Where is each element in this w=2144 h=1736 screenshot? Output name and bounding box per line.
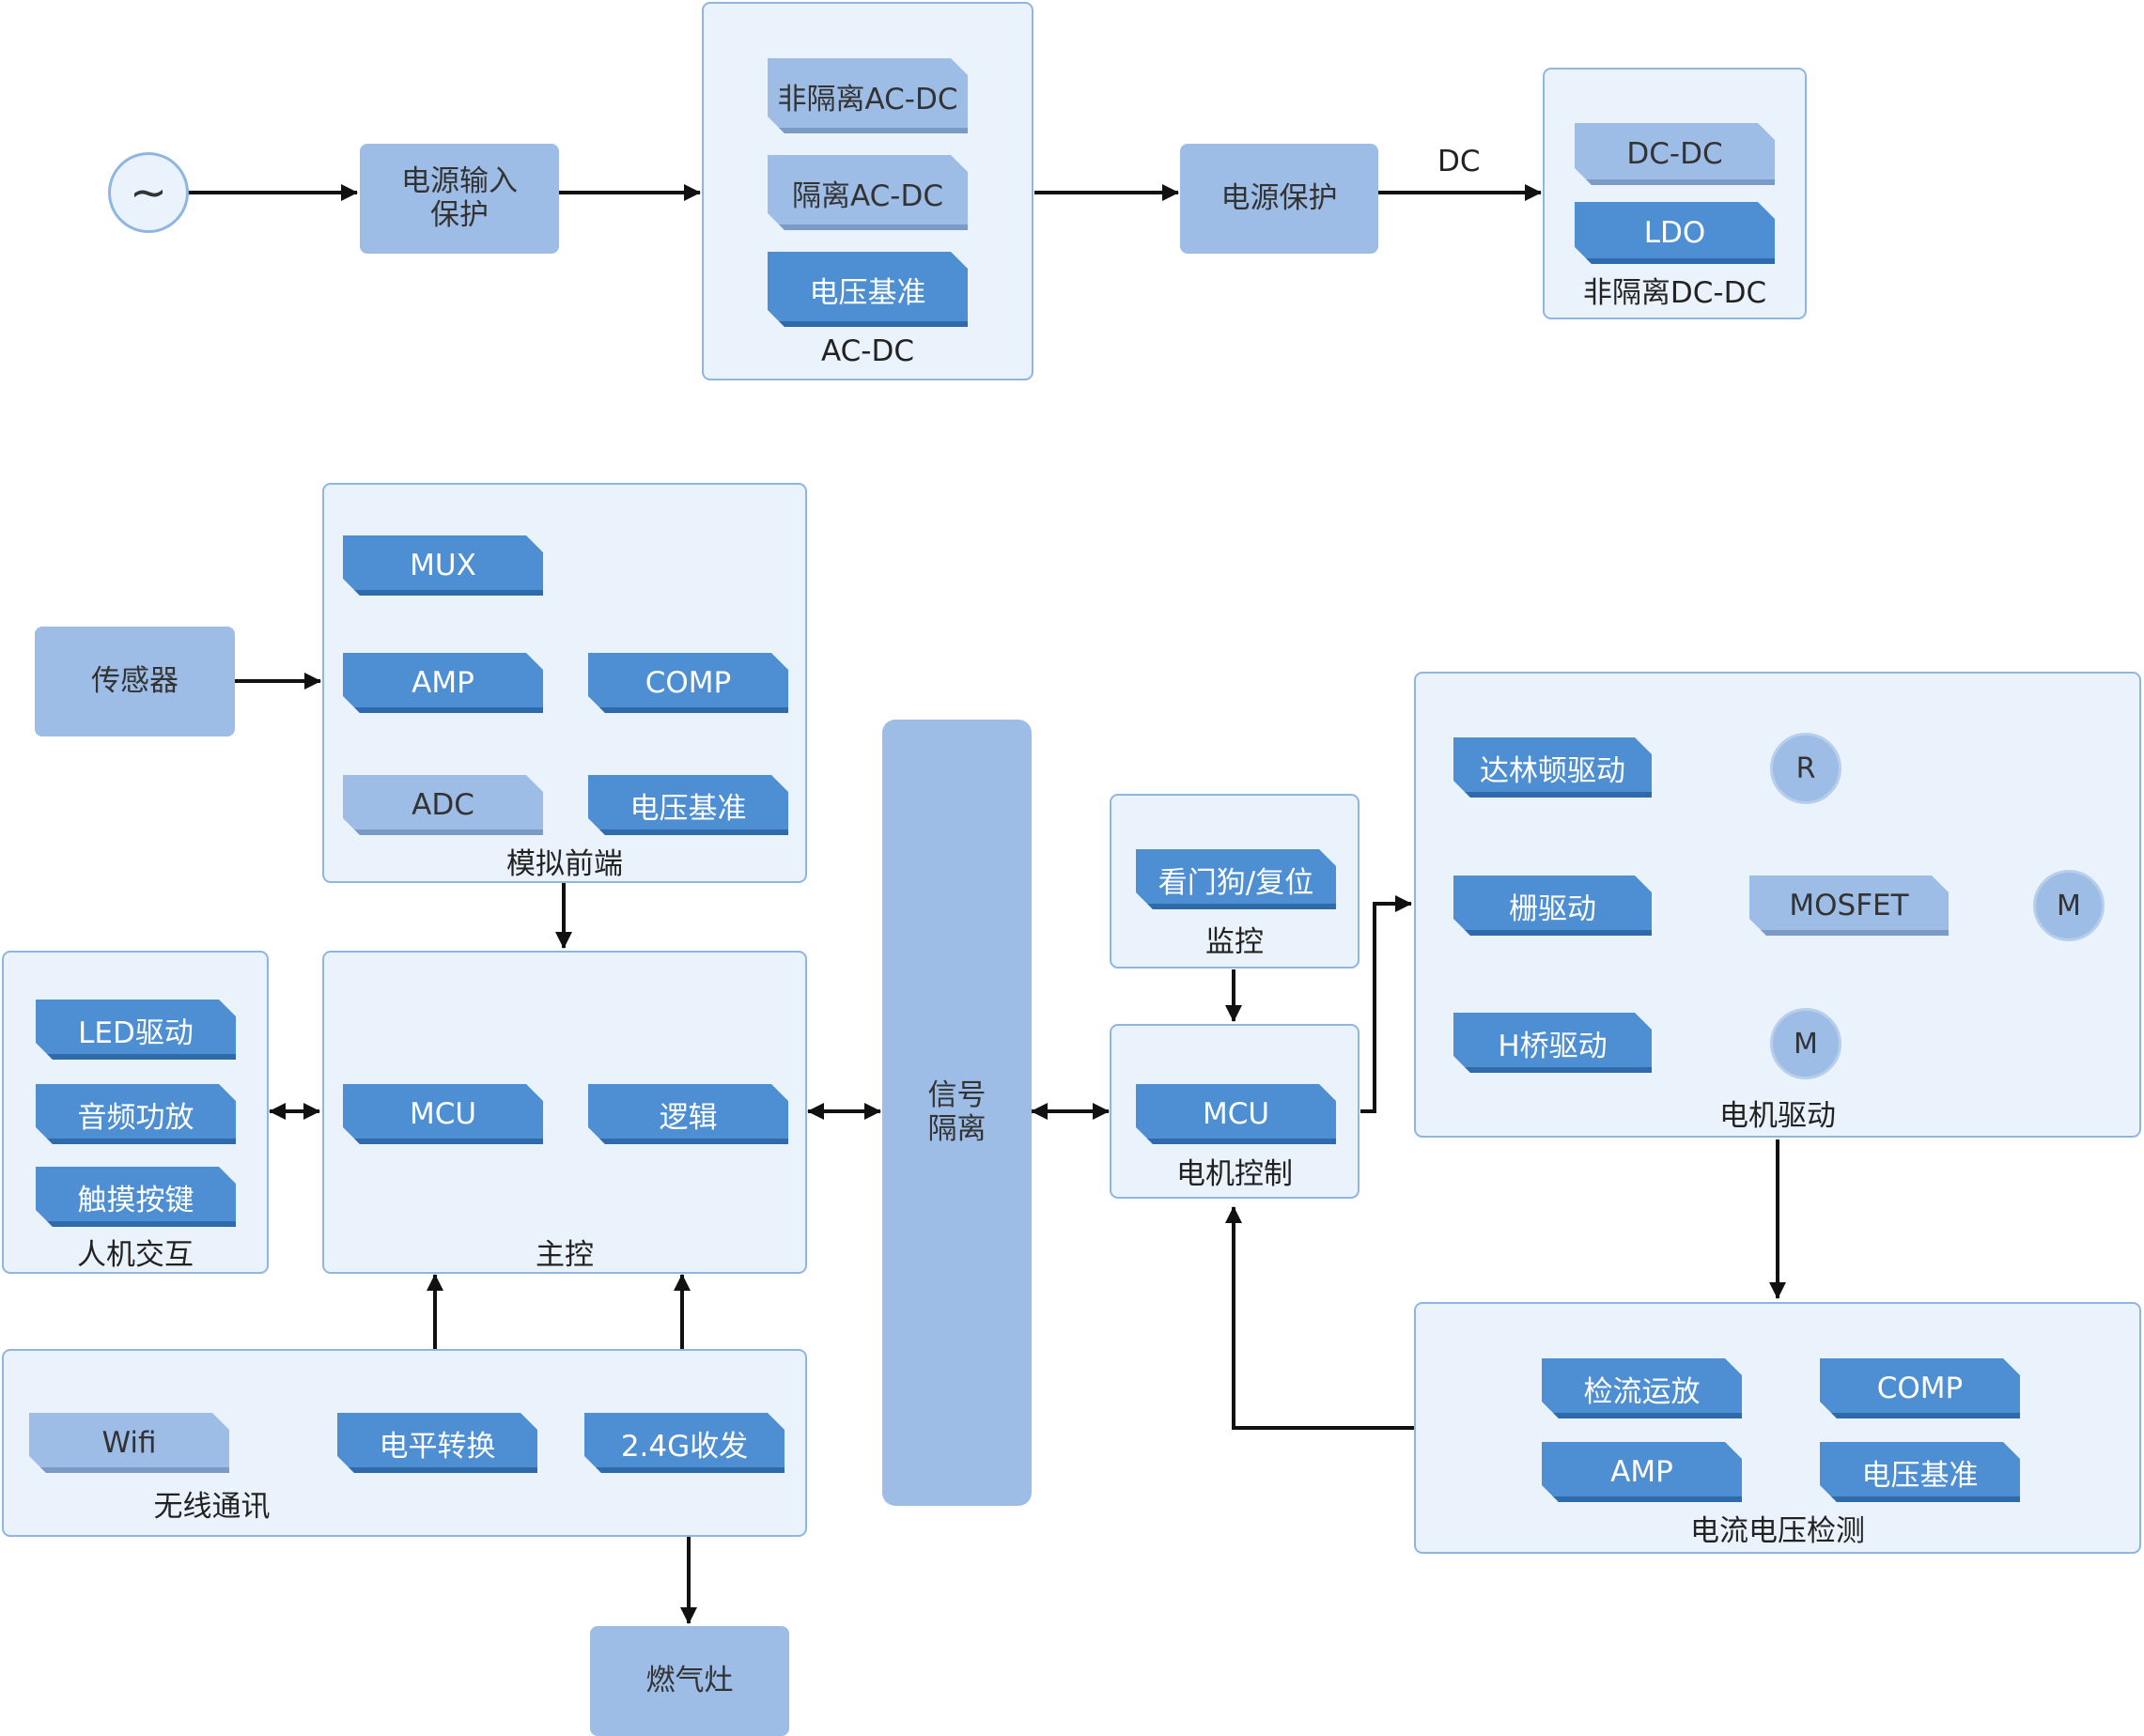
signal-isolation-bar: 信号 隔离	[882, 720, 1032, 1506]
monitor-group: 看门狗/复位 监控	[1110, 794, 1359, 969]
led-driver-chip: LED驱动	[36, 1000, 236, 1060]
darlington-drive-chip: 达林顿驱动	[1453, 737, 1652, 798]
signal-isolation-label: 信号 隔离	[927, 1077, 987, 1146]
current-voltage-sense-label: 电流电压检测	[1690, 1514, 1865, 1548]
current-voltage-sense-group: 检流运放 COMP AMP 电压基准 电流电压检测	[1414, 1302, 2141, 1554]
ldo-chip: LDO	[1575, 202, 1775, 264]
wire-sense-to-motorctrl	[1225, 1206, 1414, 1430]
power-input-protection-block: 电源输入 保护	[360, 144, 559, 254]
motor-1-label: M	[2057, 889, 2081, 922]
audio-amp-chip: 音频功放	[36, 1084, 236, 1144]
wifi-chip: Wifi	[29, 1413, 229, 1473]
motor-control-group: MCU 电机控制	[1110, 1024, 1359, 1199]
current-sense-amp-chip: 检流运放	[1542, 1358, 1742, 1418]
analog-front-end-group: MUX AMP COMP ADC 电压基准 模拟前端	[322, 483, 807, 883]
mux-chip: MUX	[343, 535, 543, 596]
gas-stove-block: 燃气灶	[590, 1626, 789, 1736]
ac-source-icon: ~	[108, 152, 189, 233]
wireless-label: 无线通讯	[153, 1490, 271, 1524]
acdc-group: 非隔离AC-DC 隔离AC-DC 电压基准 AC-DC	[702, 2, 1033, 380]
gate-drive-chip: 栅驱动	[1453, 876, 1652, 936]
motor-2-icon: M	[1770, 1008, 1841, 1079]
resistor-load-icon: R	[1770, 733, 1841, 804]
sense-amp-chip: AMP	[1542, 1442, 1742, 1502]
dcdc-chip: DC-DC	[1575, 123, 1775, 185]
ac-source-symbol: ~	[129, 166, 168, 219]
mosfet-chip: MOSFET	[1749, 876, 1949, 936]
wire-motorctrl-to-drive	[1360, 895, 1412, 1113]
main-control-label: 主控	[536, 1238, 594, 1272]
monitor-label: 监控	[1205, 925, 1264, 959]
motor-1-icon: M	[2033, 870, 2105, 941]
afe-comp-chip: COMP	[588, 653, 788, 713]
acdc-vref-chip: 电压基准	[768, 252, 968, 327]
hmi-group: LED驱动 音频功放 触摸按键 人机交互	[2, 951, 269, 1274]
dc-label: DC	[1437, 145, 1481, 178]
motor-mcu-chip: MCU	[1136, 1084, 1336, 1144]
rf24-chip: 2.4G收发	[584, 1413, 785, 1473]
motor-control-label: 电机控制	[1176, 1157, 1293, 1191]
isolated-acdc-chip: 隔离AC-DC	[768, 155, 968, 230]
sense-comp-chip: COMP	[1820, 1358, 2020, 1418]
sense-vref-chip: 电压基准	[1820, 1442, 2020, 1502]
non-isolated-acdc-chip: 非隔离AC-DC	[768, 58, 968, 133]
dcdc-group-label: 非隔离DC-DC	[1582, 276, 1767, 310]
power-input-protection-label: 电源输入 保护	[401, 163, 518, 232]
main-control-group: MCU 逻辑 主控	[322, 951, 807, 1274]
afe-amp-chip: AMP	[343, 653, 543, 713]
adc-chip: ADC	[343, 775, 543, 835]
resistor-load-label: R	[1795, 752, 1816, 785]
hmi-label: 人机交互	[77, 1238, 194, 1272]
afe-vref-chip: 电压基准	[588, 775, 788, 835]
acdc-group-label: AC-DC	[820, 334, 914, 368]
sensor-block: 传感器	[35, 627, 235, 736]
logic-chip: 逻辑	[588, 1084, 788, 1144]
motor-drive-group: 达林顿驱动 R 栅驱动 MOSFET M H桥驱动 M 电机驱动	[1414, 672, 2141, 1138]
main-mcu-chip: MCU	[343, 1084, 543, 1144]
hbridge-drive-chip: H桥驱动	[1453, 1013, 1652, 1073]
watchdog-chip: 看门狗/复位	[1136, 849, 1336, 909]
wireless-group: Wifi 电平转换 2.4G收发 无线通讯	[2, 1349, 807, 1537]
power-protection-block: 电源保护	[1180, 144, 1378, 254]
touch-key-chip: 触摸按键	[36, 1167, 236, 1227]
dcdc-group: DC-DC LDO 非隔离DC-DC	[1543, 68, 1807, 319]
motor-2-label: M	[1794, 1027, 1818, 1061]
analog-front-end-label: 模拟前端	[506, 847, 623, 881]
motor-drive-label: 电机驱动	[1719, 1099, 1836, 1133]
level-shift-chip: 电平转换	[337, 1413, 537, 1473]
